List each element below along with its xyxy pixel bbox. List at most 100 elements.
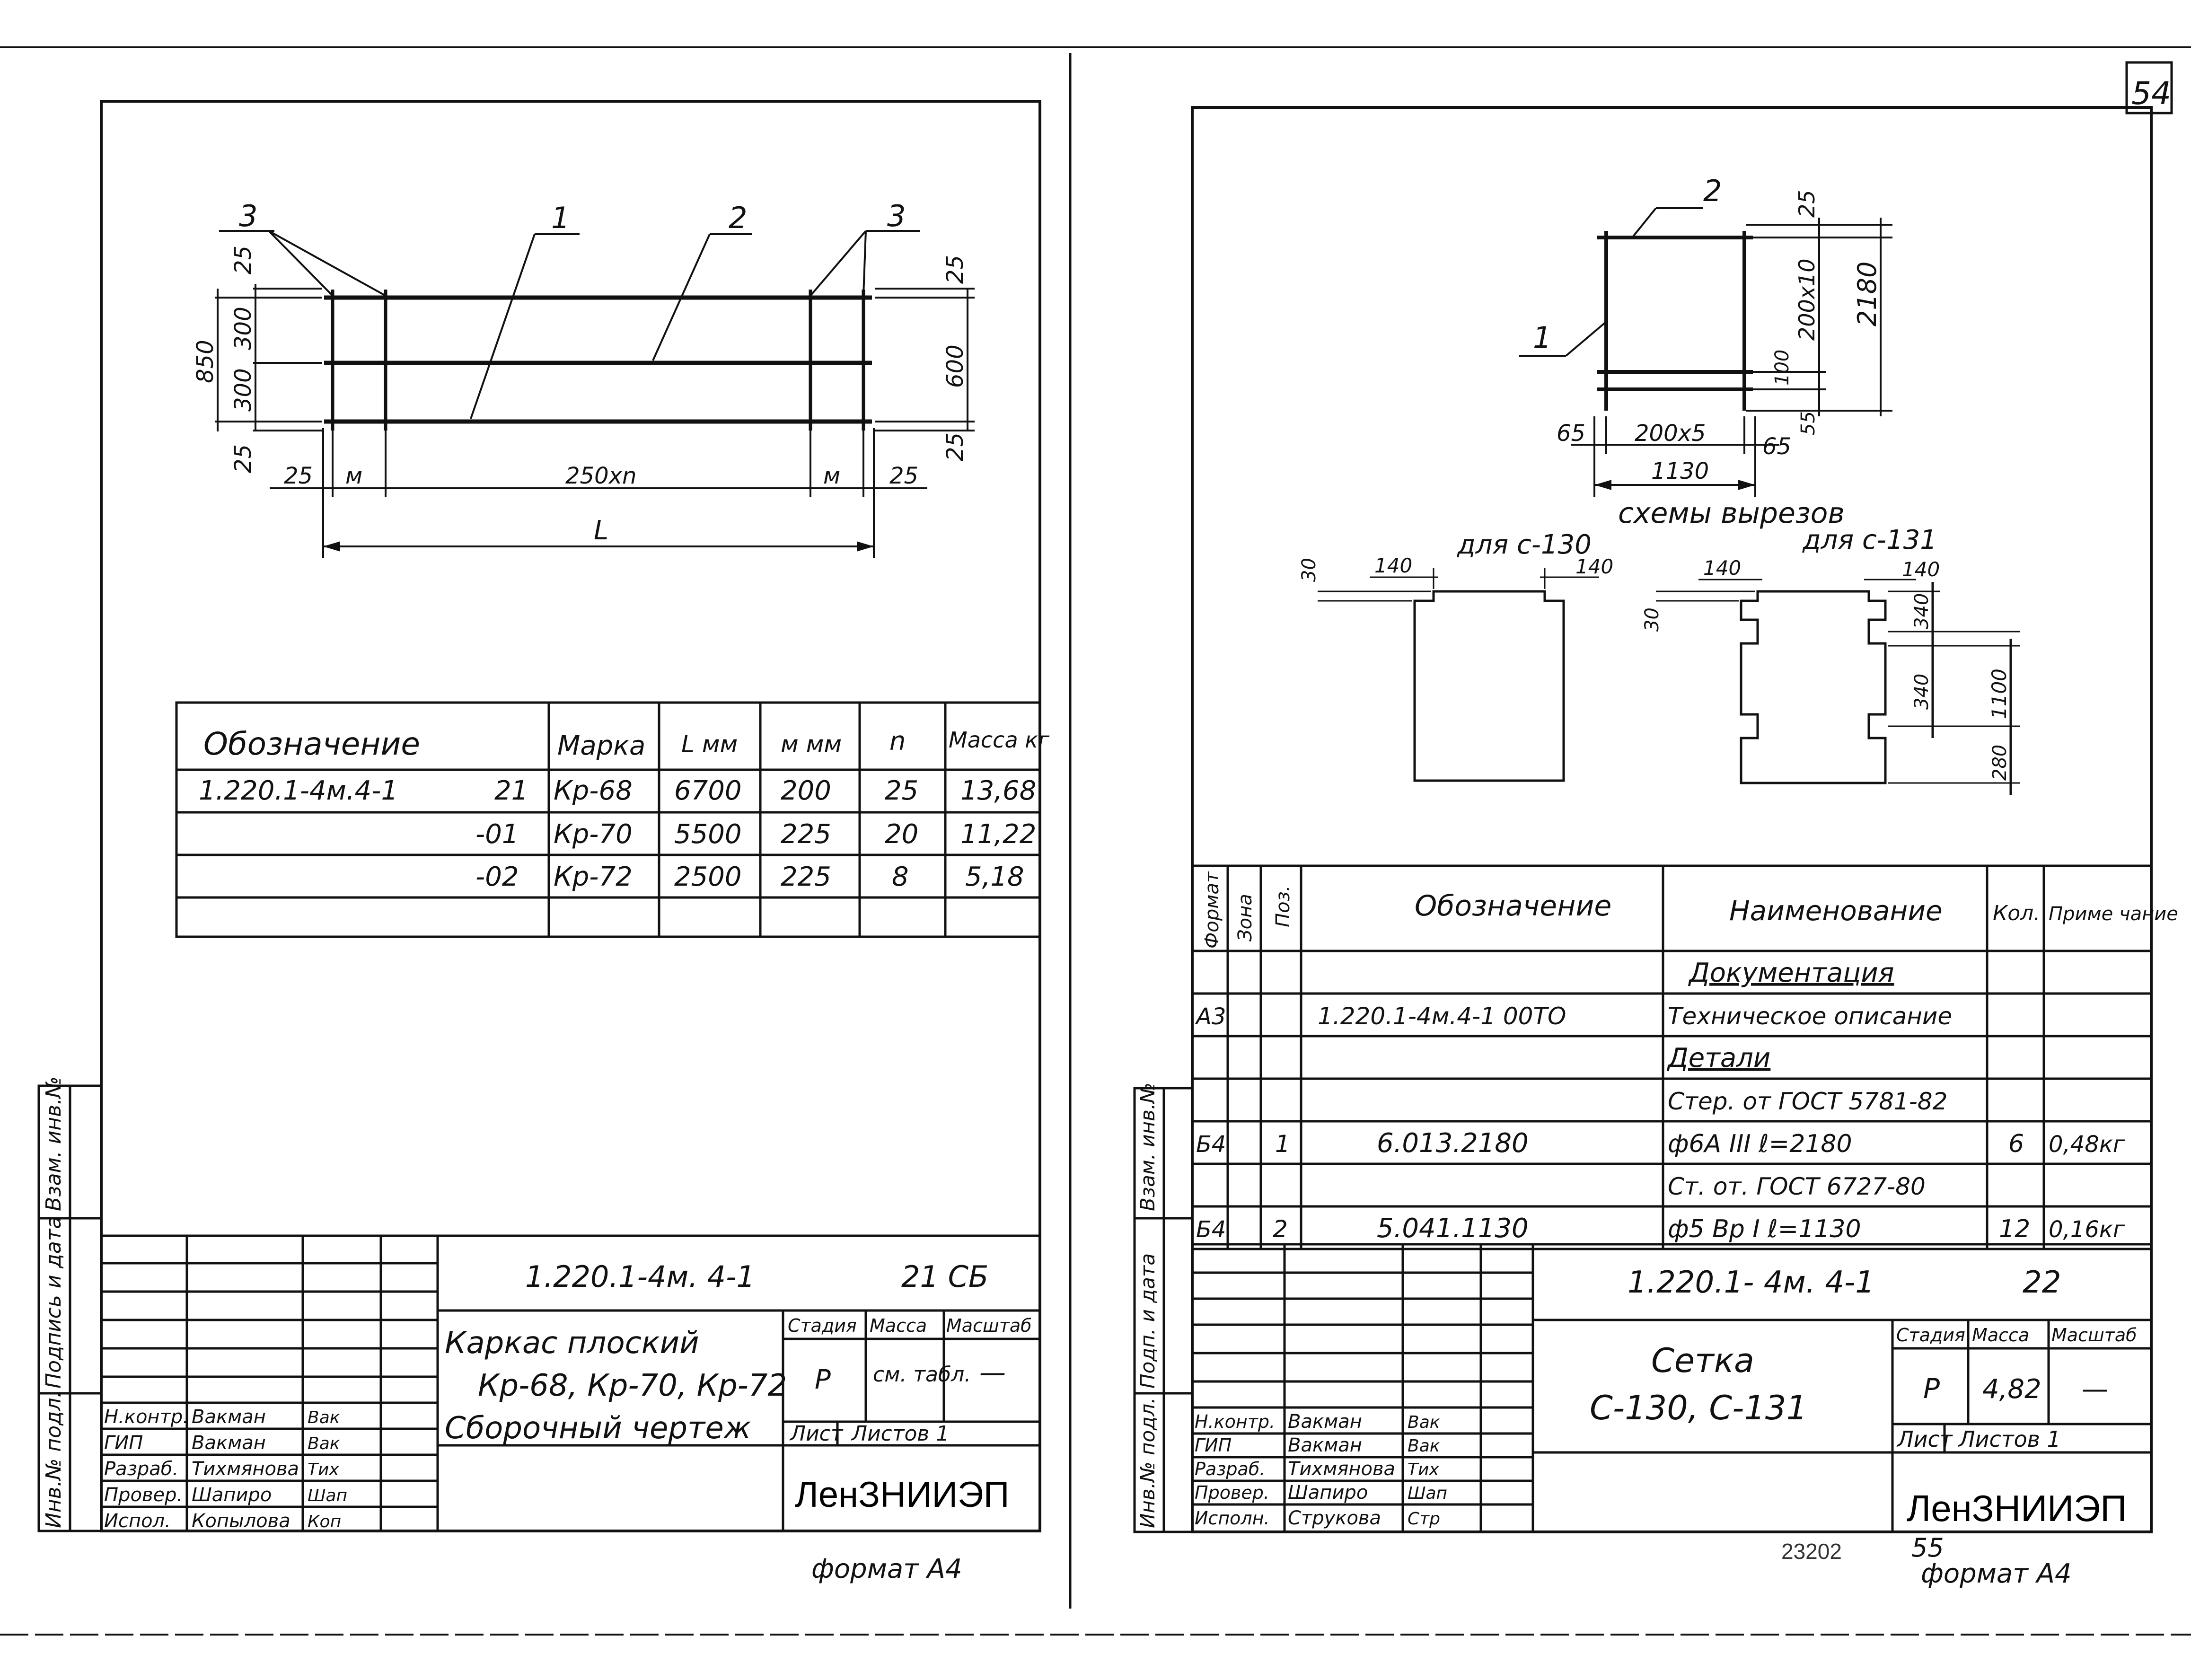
dim-200x5: 200х5 bbox=[1635, 420, 1706, 447]
row3-suffix: -02 bbox=[475, 862, 519, 892]
spec-r2-designation: 1.220.1-4м.4-1 00ТО bbox=[1318, 1003, 1566, 1030]
rtb-role-1: Н.контр. bbox=[1195, 1411, 1275, 1432]
spec-r5-pos: 1 bbox=[1275, 1130, 1290, 1158]
dim-600: 600 bbox=[942, 344, 968, 388]
spec-r3-name: Детали bbox=[1666, 1043, 1770, 1073]
side-label-inventory: Инв.№ подл. bbox=[42, 1391, 66, 1528]
cutout-title: схемы вырезов bbox=[1618, 497, 1845, 530]
spec-r7-pos: 2 bbox=[1273, 1215, 1288, 1243]
c131-dim-140-right: 140 bbox=[1902, 558, 1940, 581]
rtb-sheet-label: Лист bbox=[1896, 1426, 1953, 1452]
rtb-stage-label: Стадия bbox=[1896, 1325, 1965, 1346]
rtb-organization: ЛенЗНИИЭП bbox=[1907, 1487, 2127, 1529]
c131-dim-140-left: 140 bbox=[1703, 556, 1741, 580]
tb-role-3: Разраб. bbox=[104, 1458, 178, 1480]
spec-th-format: Формат bbox=[1201, 871, 1223, 949]
spec-r6-name: Ст. от. ГОСТ 6727-80 bbox=[1668, 1173, 1926, 1200]
tb-role-5: Испол. bbox=[104, 1510, 171, 1532]
frame-drawing-labels: 3 1 2 3 25 850 300 300 25 25 600 25 25 м… bbox=[192, 199, 968, 546]
dim-m-right: м bbox=[823, 463, 840, 489]
spec-r5-qty: 6 bbox=[2008, 1130, 2024, 1158]
c131-dim-1100: 1100 bbox=[1988, 668, 2011, 719]
dim-300-top: 300 bbox=[230, 307, 256, 350]
side-label-signature: Подпись и дата bbox=[42, 1216, 66, 1389]
mesh-drawing bbox=[1519, 207, 1892, 497]
th-m: м мм bbox=[781, 730, 842, 758]
callout-3-right: 3 bbox=[887, 199, 906, 233]
rtb-sign-1: Вак bbox=[1408, 1413, 1440, 1432]
th-mark: Марка bbox=[557, 730, 645, 761]
left-title-block-text: 1.220.1-4м. 4-1 21 СБ Каркас плоский Кр-… bbox=[104, 1259, 1032, 1532]
dim-1130: 1130 bbox=[1651, 458, 1709, 484]
spec-r7-format: Б4 bbox=[1196, 1216, 1226, 1243]
c131-dim-340-bottom: 340 bbox=[1911, 674, 1933, 710]
tb-role-4: Провер. bbox=[104, 1484, 183, 1506]
callout-1: 1 bbox=[551, 201, 570, 235]
dim-25-mesh: 25 bbox=[1794, 190, 1820, 218]
dim-65-right: 65 bbox=[1762, 433, 1791, 460]
spec-r5-note: 0,48кг bbox=[2049, 1131, 2125, 1158]
rtb-name-4: Шапиро bbox=[1288, 1482, 1368, 1504]
left-sheet: 3 1 2 3 25 850 300 300 25 25 600 25 25 м… bbox=[37, 100, 1050, 1584]
row3-mass: 5,18 bbox=[965, 862, 1024, 892]
dim-total-L: L bbox=[594, 515, 608, 546]
frame-drawing bbox=[215, 230, 975, 558]
dim-25-left-top: 25 bbox=[230, 246, 256, 274]
tb-sign-1: Вак bbox=[308, 1408, 340, 1427]
row3-L: 2500 bbox=[674, 862, 742, 892]
row1-L: 6700 bbox=[674, 775, 742, 806]
dim-850: 850 bbox=[192, 340, 219, 383]
tb-name-line2: Кр-68, Кр-70, Кр-72 bbox=[478, 1368, 787, 1403]
dim-25-bottom-right: 25 bbox=[889, 463, 918, 489]
spec-r7-note: 0,16кг bbox=[2049, 1216, 2125, 1243]
c130-dim-140-right: 140 bbox=[1575, 555, 1613, 578]
left-side-strip bbox=[37, 1084, 103, 1532]
rtb-role-2: ГИП bbox=[1195, 1435, 1232, 1456]
dim-65-left: 65 bbox=[1557, 420, 1585, 447]
dim-25-bottom-left: 25 bbox=[284, 463, 313, 489]
spec-r2-name: Техническое описание bbox=[1668, 1003, 1952, 1030]
th-designation: Обозначение bbox=[203, 726, 420, 762]
spec-r5-format: Б4 bbox=[1196, 1131, 1226, 1158]
mesh-callout-1: 1 bbox=[1533, 320, 1551, 355]
spec-r7-qty: 12 bbox=[1999, 1215, 2030, 1243]
tb-code: 1.220.1-4м. 4-1 bbox=[525, 1259, 755, 1294]
c131-dim-30: 30 bbox=[1641, 607, 1663, 632]
dim-300-bottom: 300 bbox=[230, 368, 256, 412]
rtb-scale: — bbox=[2082, 1374, 2108, 1405]
tb-organization: ЛенЗНИИЭП bbox=[795, 1475, 1009, 1515]
right-format-label: формат А4 bbox=[1921, 1558, 2072, 1589]
stamp-number-1: 23202 bbox=[1781, 1539, 1842, 1564]
rtb-role-3: Разраб. bbox=[1195, 1459, 1265, 1479]
cutout-c130 bbox=[1318, 568, 1599, 782]
c130-label: для с-130 bbox=[1457, 529, 1592, 560]
dim-55: 55 bbox=[1797, 411, 1819, 435]
tb-name-2: Вакман bbox=[192, 1432, 266, 1454]
spec-th-designation: Обозначение bbox=[1415, 889, 1611, 923]
th-L: L мм bbox=[681, 730, 738, 758]
row2-L: 5500 bbox=[674, 819, 742, 850]
tb-sign-5: Коп bbox=[308, 1512, 341, 1531]
tb-scale: — bbox=[979, 1357, 1006, 1388]
spec-table bbox=[1192, 864, 2151, 1250]
left-title-block bbox=[101, 1234, 1040, 1531]
rtb-doc-type: 22 bbox=[2023, 1265, 2061, 1300]
tb-mass: см. табл. bbox=[873, 1363, 971, 1387]
tb-doc-type: 21 СБ bbox=[901, 1259, 988, 1294]
th-n: n bbox=[889, 726, 906, 756]
spec-th-zone: Зона bbox=[1234, 894, 1256, 941]
dim-25-left-bottom: 25 bbox=[230, 444, 256, 473]
page-number: 54 bbox=[2131, 75, 2171, 112]
dim-100: 100 bbox=[1771, 350, 1793, 386]
tb-stage: Р bbox=[815, 1364, 831, 1395]
marks-table-text: Обозначение Марка L мм м мм n Масса кг 1… bbox=[199, 726, 1050, 892]
tb-sheet-label: Лист bbox=[789, 1422, 844, 1446]
right-side-strip bbox=[1133, 1087, 1194, 1533]
dim-25-right-bottom: 25 bbox=[942, 432, 968, 461]
rtb-stage: Р bbox=[1923, 1372, 1940, 1405]
callout-2: 2 bbox=[729, 201, 747, 235]
tb-sign-4: Шап bbox=[308, 1486, 347, 1505]
row1-mass: 13,68 bbox=[960, 775, 1036, 806]
spec-r7-name: ф5 Вр I ℓ=1130 bbox=[1668, 1215, 1861, 1243]
left-format-label: формат А4 bbox=[811, 1554, 962, 1584]
